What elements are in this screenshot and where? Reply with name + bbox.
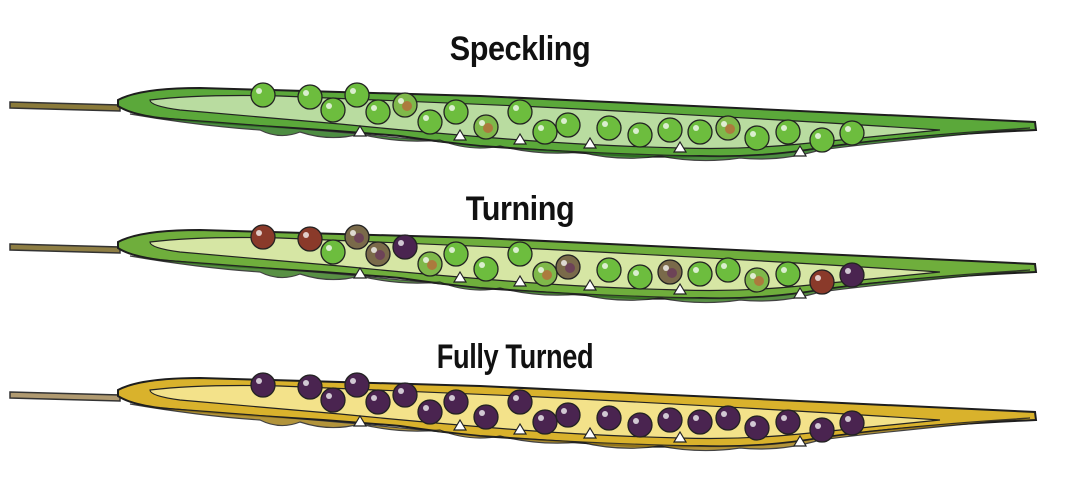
- seed-stalk: [512, 422, 528, 435]
- seed: [627, 412, 653, 438]
- seed-stalk: [672, 430, 688, 443]
- seed: [344, 82, 370, 108]
- seed-stalk: [352, 124, 368, 137]
- stem: [9, 391, 121, 402]
- seed: [775, 261, 801, 287]
- seed: [473, 256, 499, 282]
- seed: [596, 257, 622, 283]
- seed: [555, 402, 581, 428]
- seed: [809, 269, 835, 295]
- seed: [365, 241, 391, 267]
- seed-pod-turning: [9, 224, 1038, 304]
- seed: [297, 84, 323, 110]
- seed: [809, 417, 835, 443]
- seed-stalk: [792, 286, 808, 299]
- stem: [9, 243, 121, 254]
- seed: [443, 99, 469, 125]
- seed: [715, 405, 741, 431]
- seed-stalk: [352, 414, 368, 427]
- seed: [744, 125, 770, 151]
- seed: [532, 261, 558, 287]
- seed: [839, 410, 865, 436]
- seed: [715, 257, 741, 283]
- seed-stalk: [452, 128, 468, 141]
- seed-pod-speckling: [9, 82, 1038, 162]
- seed: [532, 119, 558, 145]
- seed: [507, 389, 533, 415]
- seed-stalk: [582, 278, 598, 291]
- seed: [657, 117, 683, 143]
- pod-shadow: [129, 255, 1031, 304]
- seed: [417, 251, 443, 277]
- seed: [473, 114, 499, 140]
- seed: [365, 389, 391, 415]
- seed: [657, 407, 683, 433]
- seed: [744, 415, 770, 441]
- seed: [715, 115, 741, 141]
- seed: [297, 226, 323, 252]
- seed: [507, 99, 533, 125]
- seed-stalk: [452, 418, 468, 431]
- seed: [473, 404, 499, 430]
- seed: [417, 109, 443, 135]
- seed: [555, 254, 581, 280]
- seed: [392, 234, 418, 260]
- seed: [344, 224, 370, 250]
- seed: [839, 120, 865, 146]
- seed-stalk: [672, 140, 688, 153]
- seed: [443, 241, 469, 267]
- seed: [443, 389, 469, 415]
- seed-stalk: [672, 282, 688, 295]
- seed: [687, 409, 713, 435]
- seed: [250, 82, 276, 108]
- seed: [365, 99, 391, 125]
- seed: [250, 224, 276, 250]
- stage-label-turning: Turning: [465, 190, 575, 228]
- seed: [687, 261, 713, 287]
- seed-stalk: [512, 274, 528, 287]
- seed: [250, 372, 276, 398]
- seed-stalk: [792, 144, 808, 157]
- seed: [775, 119, 801, 145]
- seed: [596, 405, 622, 431]
- pod-shadow: [129, 403, 1031, 452]
- seed-stalk: [582, 136, 598, 149]
- seed: [392, 382, 418, 408]
- seed: [744, 267, 770, 293]
- seed: [417, 399, 443, 425]
- stage-label-speckling: Speckling: [449, 30, 591, 68]
- seed: [320, 239, 346, 265]
- seed: [555, 112, 581, 138]
- seed: [532, 409, 558, 435]
- seed-stalk: [582, 426, 598, 439]
- seed: [320, 387, 346, 413]
- seed: [839, 262, 865, 288]
- seed: [627, 122, 653, 148]
- seed: [320, 97, 346, 123]
- seed: [687, 119, 713, 145]
- seed: [627, 264, 653, 290]
- seed: [392, 92, 418, 118]
- seed-stalk: [792, 434, 808, 447]
- seed-stalk: [352, 266, 368, 279]
- seed: [507, 241, 533, 267]
- seed: [657, 259, 683, 285]
- stage-label-fully-turned: Fully Turned: [436, 338, 594, 376]
- seed: [596, 115, 622, 141]
- seed-stalk: [452, 270, 468, 283]
- seed-pod-fully-turned: [9, 372, 1038, 452]
- stem: [9, 101, 121, 112]
- pod-shadow: [129, 113, 1031, 162]
- seed-stalk: [512, 132, 528, 145]
- seed: [344, 372, 370, 398]
- seed: [297, 374, 323, 400]
- seed: [809, 127, 835, 153]
- seed: [775, 409, 801, 435]
